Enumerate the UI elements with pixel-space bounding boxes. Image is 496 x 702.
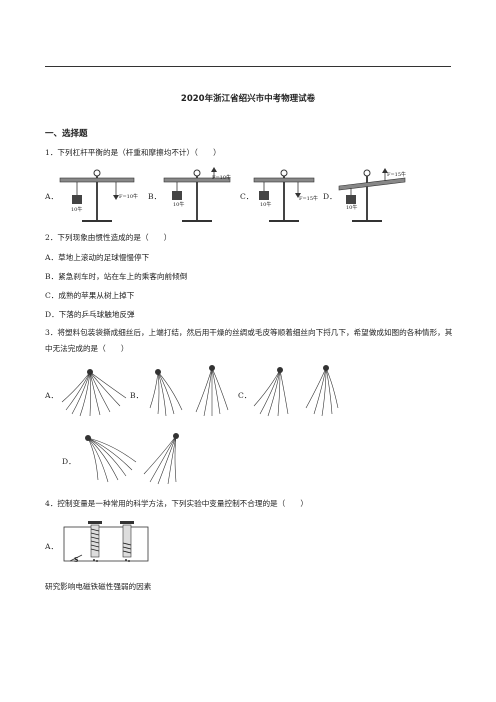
q3-option-a-label[interactable]: A． (45, 391, 59, 400)
q3-figure-b (149, 365, 229, 417)
q2-option-a[interactable]: A．草地上滚动的足球慢慢停下 (45, 253, 150, 262)
q1-figure-a (59, 169, 135, 222)
q3-stem: 3．将塑料包装袋撕成细丝后，上端打结，然后用干燥的丝绸或毛皮等顺着细丝向下捋几下… (45, 328, 453, 353)
q3-option-d-label[interactable]: D． (62, 457, 76, 466)
q2-option-d[interactable]: D．下落的乒乓球触地反弹 (45, 310, 135, 319)
q1-option-a-label[interactable]: A． (45, 192, 59, 201)
page-title: 2020年浙江省绍兴市中考物理试卷 (180, 94, 316, 104)
q1-a-force-label: F=10牛 (119, 194, 139, 200)
q4-option-a-label[interactable]: A． (45, 542, 59, 551)
q1-c-weight-label: 10牛 (260, 202, 272, 208)
q1-option-d-label[interactable]: D． (323, 192, 337, 201)
q4-circuit-figure (63, 521, 149, 562)
q4-option-a-caption: 研究影响电磁铁磁性强弱的因素 (45, 582, 152, 591)
q3-option-c-label[interactable]: C． (238, 391, 252, 400)
q2-option-c[interactable]: C．成熟的苹果从树上掉下 (45, 291, 135, 300)
q1-stem: 1．下列杠杆平衡的是（杆重和摩擦均不计）（ ） (45, 148, 221, 157)
q3-figure-d (85, 433, 179, 485)
q1-a-weight-label: 10牛 (71, 207, 83, 213)
q2-stem: 2．下列现象由惯性造成的是（ ） (45, 233, 172, 242)
q1-figure-b (163, 167, 231, 222)
q1-option-b-label[interactable]: B． (148, 192, 162, 201)
q3-figure-a (61, 369, 127, 417)
q4-stem: 4．控制变量是一种常用的科学方法，下列实验中变量控制不合理的是（ ） (45, 499, 309, 508)
q1-d-weight-label: 10牛 (346, 205, 358, 211)
q3-figure-c (253, 365, 339, 417)
q1-option-c-label[interactable]: C． (240, 192, 254, 201)
q1-figure-d (338, 168, 406, 222)
q4-switch-label: S (74, 557, 79, 564)
q1-b-force-label: F=10牛 (212, 175, 232, 181)
header-rule (45, 66, 451, 67)
q1-figure-c (253, 169, 315, 222)
q2-option-b[interactable]: B．紧急刹车时，站在车上的乘客向前倾倒 (45, 272, 188, 281)
section-heading: 一、选择题 (45, 129, 88, 139)
q1-d-force-label: F=15牛 (387, 172, 407, 178)
q1-b-weight-label: 10牛 (173, 202, 185, 208)
q3-option-b-label[interactable]: B． (130, 391, 144, 400)
q1-c-force-label: F=15牛 (299, 196, 319, 202)
